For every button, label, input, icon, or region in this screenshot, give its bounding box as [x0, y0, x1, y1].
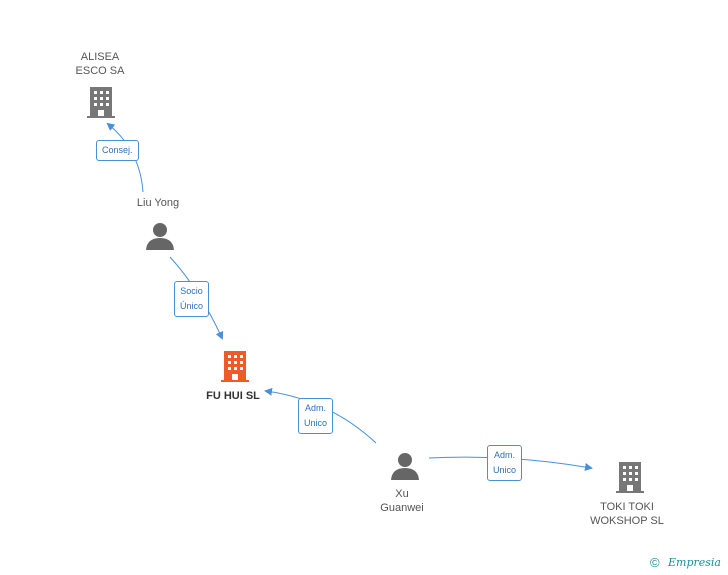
building-icon-highlighted[interactable] [219, 349, 251, 388]
node-label-xu-guanwei: Xu Guanwei [380, 488, 424, 514]
node-label-toki-toki: TOKI TOKI WOKSHOP SL [590, 501, 664, 527]
node-label-liu-yong: Liu Yong [136, 197, 180, 209]
edge-label-socio-unico[interactable]: Socio Único [174, 281, 210, 317]
edge-label-adm-unico-2[interactable]: Adm. Unico [487, 445, 523, 481]
node-label-alisea: ALISEA ESCO SA [75, 51, 125, 77]
brand-logo[interactable]: Empresia [668, 556, 721, 569]
building-icon[interactable] [614, 460, 646, 499]
person-icon[interactable] [145, 221, 175, 256]
person-icon[interactable] [390, 451, 420, 486]
edge-label-consej[interactable]: Consej. [96, 140, 139, 161]
edge-label-adm-unico-1[interactable]: Adm. Unico [298, 398, 334, 434]
copyright-symbol: © [650, 555, 660, 570]
building-icon[interactable] [85, 85, 117, 124]
node-label-fu-hui: FU HUI SL [206, 390, 260, 402]
